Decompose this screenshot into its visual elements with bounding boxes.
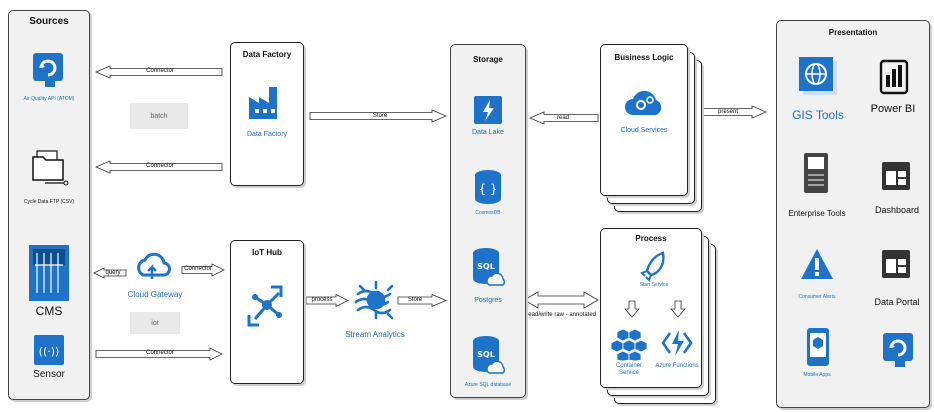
label-store-1: Store xyxy=(372,113,388,119)
cms-server-icon xyxy=(29,245,69,301)
dashboard-label: Dashboard xyxy=(874,205,920,215)
label-connector-3: Connector xyxy=(184,266,212,272)
air-quality-icon xyxy=(33,53,63,87)
cosmosdb-icon: { } xyxy=(475,170,501,204)
data-factory-title: Data Factory xyxy=(242,50,292,59)
arrow-connector-gw-iot xyxy=(181,263,225,277)
process-panel: Process Start Service Container Service … xyxy=(600,228,702,388)
sensor-icon: ((·)) xyxy=(34,335,64,365)
azure-sql-icon: SQL xyxy=(473,336,506,374)
storage-title: Storage xyxy=(473,55,503,64)
svg-text:((·)): ((·)) xyxy=(39,345,60,358)
enterprise-tools-label: Enterprise Tools xyxy=(788,209,846,218)
mobile-apps-label: Mobile Apps xyxy=(803,372,831,378)
factory-icon xyxy=(249,87,277,119)
arrow-process xyxy=(305,293,349,308)
cloud-gateway-label: Cloud Gateway xyxy=(127,290,183,299)
arrow-read xyxy=(528,111,599,125)
presentation-panel: Presentation GIS Tools Power BI Enterpri… xyxy=(776,20,930,408)
iot-box: iot xyxy=(130,312,180,334)
svg-text:SQL: SQL xyxy=(477,350,495,359)
label-process: process xyxy=(311,297,333,303)
iot-hub-title: IoT Hub xyxy=(252,248,282,257)
container-service-label: Container Service xyxy=(615,363,642,376)
business-logic-title: Business Logic xyxy=(614,53,674,62)
business-logic-panel: Business Logic Cloud Services xyxy=(600,44,688,196)
sources-title: Sources xyxy=(29,16,69,27)
label-store-2: Store xyxy=(407,297,423,303)
cycle-data-label: Cycle Data FTP (CSV) xyxy=(23,199,75,205)
air-quality-label: Air Quality API (ATOM) xyxy=(23,96,75,102)
data-portal-icon xyxy=(882,250,910,278)
presentation-title: Presentation xyxy=(828,28,878,37)
label-connector-4: Connector xyxy=(146,350,174,356)
data-factory-label: Data Factory xyxy=(246,131,288,138)
enterprise-tools-icon xyxy=(804,153,828,193)
label-read: read xyxy=(556,115,569,121)
arrow-connector-df-air xyxy=(94,65,223,79)
azure-functions-label: Azure Functions xyxy=(655,363,699,369)
iot-hub-panel: IoT Hub xyxy=(230,240,304,384)
label-query: query xyxy=(105,270,121,276)
arrow-query xyxy=(93,267,127,279)
svg-text:SQL: SQL xyxy=(477,262,495,271)
postgres-icon: SQL xyxy=(473,248,506,286)
iot-hub-icon xyxy=(247,285,283,327)
svg-text:{ }: { } xyxy=(478,182,497,196)
cloud-services-label: Cloud Services xyxy=(620,127,668,134)
data-lake-label: Data Lake xyxy=(472,129,504,136)
azure-functions-icon xyxy=(661,330,693,356)
data-factory-panel: Data Factory Data Factory xyxy=(230,42,304,186)
label-read-write: Read/write raw - annotated xyxy=(523,312,597,318)
container-service-icon xyxy=(610,328,648,362)
cloud-gateway-icon[interactable] xyxy=(135,245,171,283)
gis-tools-label: GIS Tools xyxy=(792,108,844,122)
folder-icon xyxy=(32,150,69,186)
sensor-label: Sensor xyxy=(33,369,65,380)
cloud-services-icon xyxy=(625,90,662,115)
sources-panel: Sources Air Quality API (ATOM) Cycle Dat… xyxy=(8,10,90,400)
stream-analytics-label: Stream Analytics xyxy=(345,330,405,339)
consumer-alerts-label: Consumer Alerts xyxy=(798,294,836,300)
data-portal-label: Data Portal xyxy=(874,297,920,307)
cms-label: CMS xyxy=(35,304,63,318)
process-flow-arrows xyxy=(624,300,686,318)
arrow-connector-sensor-iot xyxy=(95,347,223,361)
arrow-connector-df-cycle xyxy=(94,160,223,174)
data-lake-icon xyxy=(474,96,502,124)
dashboard-icon xyxy=(882,162,910,190)
mobile-apps-icon xyxy=(807,328,829,366)
consumer-alerts-icon xyxy=(801,249,833,279)
label-connector-2: Connector xyxy=(146,163,174,169)
start-service-icon xyxy=(640,251,665,282)
power-bi-label: Power BI xyxy=(870,103,916,115)
power-bi-icon xyxy=(879,59,909,95)
process-title: Process xyxy=(635,234,667,243)
label-connector-1: Connector xyxy=(146,68,174,74)
storage-panel: Storage Data Lake { } CosmosDB SQL Postg… xyxy=(450,44,526,398)
label-present: present xyxy=(717,109,738,115)
gis-tools-icon xyxy=(799,57,837,95)
batch-box: batch xyxy=(130,103,188,129)
arrow-store-stream xyxy=(397,293,448,308)
start-service-label: Start Service xyxy=(639,282,669,288)
stream-analytics-icon xyxy=(354,280,394,320)
arrow-present xyxy=(699,105,768,119)
postgres-label: Postgres xyxy=(474,297,502,304)
cosmosdb-label: CosmosDB xyxy=(475,210,501,216)
web-app-icon xyxy=(883,333,913,367)
arrow-read-write xyxy=(523,291,599,309)
azure-sql-label: Azure SQL database xyxy=(464,382,512,388)
arrow-store-df-storage xyxy=(309,109,448,123)
